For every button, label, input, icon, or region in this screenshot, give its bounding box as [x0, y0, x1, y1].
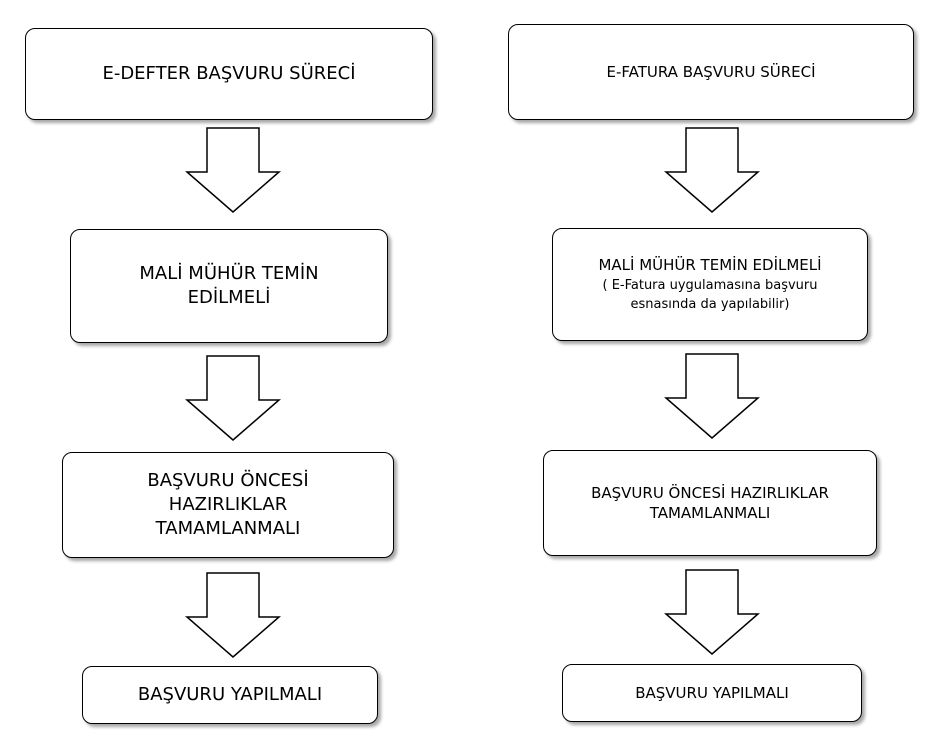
left-step1-line2: EDİLMELİ	[187, 287, 271, 308]
left-step-hazirliklar: BAŞVURU ÖNCESİ HAZIRLIKLAR TAMAMLANMALI	[62, 452, 394, 558]
left-step-basvuru: BAŞVURU YAPILMALI	[82, 666, 378, 724]
left-arrow-2	[184, 355, 282, 441]
left-step3: BAŞVURU YAPILMALI	[137, 683, 323, 705]
right-arrow-1	[663, 127, 761, 213]
right-step2-line1: BAŞVURU ÖNCESİ HAZIRLIKLAR	[591, 483, 829, 502]
right-step-mali-muhur: MALİ MÜHÜR TEMİN EDİLMELİ ( E-Fatura uyg…	[552, 228, 868, 341]
right-step1: MALİ MÜHÜR TEMİN EDİLMELİ	[598, 256, 822, 275]
right-arrow-3	[663, 569, 761, 655]
right-step1-note-line1: ( E-Fatura uygulamasına başvuru	[602, 278, 818, 294]
left-step2-line2: HAZIRLIKLAR	[168, 493, 288, 515]
left-step1-line1: MALİ MÜHÜR TEMİN	[139, 262, 319, 284]
right-title-box: E-FATURA BAŞVURU SÜRECİ	[508, 24, 914, 120]
right-step2-line2: TAMAMLANMALI	[649, 504, 771, 522]
left-step2-line3: TAMAMLANMALI	[155, 518, 301, 540]
right-step3: BAŞVURU YAPILMALI	[635, 683, 789, 702]
left-arrow-1	[184, 127, 282, 213]
right-step1-note-line2: esnasında da yapılabilir)	[630, 296, 790, 312]
left-step-mali-muhur: MALİ MÜHÜR TEMİN EDİLMELİ	[70, 229, 388, 343]
left-title-box: E-DEFTER BAŞVURU SÜRECİ	[25, 28, 433, 120]
left-arrow-3	[184, 572, 282, 658]
right-step-hazirliklar: BAŞVURU ÖNCESİ HAZIRLIKLAR TAMAMLANMALI	[543, 450, 877, 556]
right-step-basvuru: BAŞVURU YAPILMALI	[562, 664, 862, 722]
left-title: E-DEFTER BAŞVURU SÜRECİ	[102, 62, 356, 84]
left-step2-line1: BAŞVURU ÖNCESİ	[147, 469, 309, 491]
right-title: E-FATURA BAŞVURU SÜRECİ	[606, 62, 816, 81]
right-arrow-2	[663, 353, 761, 439]
